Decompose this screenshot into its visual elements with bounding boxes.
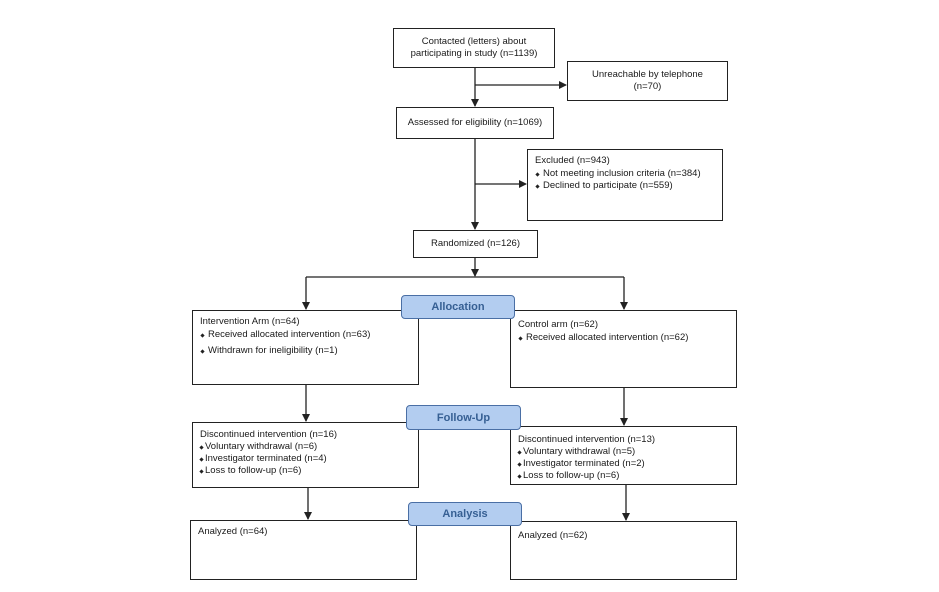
intervention-arm-title: Intervention Arm (n=64) <box>200 316 300 327</box>
followup-stage-label: Follow-Up <box>406 405 521 430</box>
allocation-stage-label: Allocation <box>401 295 515 319</box>
intervention-followup-list: Voluntary withdrawal (n=6) Investigator … <box>200 441 411 477</box>
excluded-title: Excluded (n=943) <box>535 155 610 166</box>
assessed-box: Assessed for eligibility (n=1069) <box>396 107 554 139</box>
intervention-followup-title: Discontinued intervention (n=16) <box>200 429 338 440</box>
excluded-reason: Declined to participate (n=559) <box>535 180 715 192</box>
randomized-box: Randomized (n=126) <box>413 230 538 258</box>
control-analysis-box: Analyzed (n=62) <box>510 521 737 580</box>
control-followup-item: Voluntary withdrawal (n=5) <box>518 446 729 458</box>
intervention-followup-item: Investigator terminated (n=4) <box>200 453 411 465</box>
intervention-arm-item: Received allocated intervention (n=63) <box>200 329 411 341</box>
control-followup-list: Voluntary withdrawal (n=5) Investigator … <box>518 446 729 482</box>
intervention-followup-item: Voluntary withdrawal (n=6) <box>200 441 411 453</box>
intervention-analysis-box: Analyzed (n=64) <box>190 520 417 580</box>
excluded-reasons-list: Not meeting inclusion criteria (n=384) D… <box>535 168 715 192</box>
control-analysis-text: Analyzed (n=62) <box>518 530 588 541</box>
intervention-followup-box: Discontinued intervention (n=16) Volunta… <box>192 422 419 488</box>
control-followup-item: Investigator terminated (n=2) <box>518 458 729 470</box>
excluded-reason: Not meeting inclusion criteria (n=384) <box>535 168 715 180</box>
control-followup-title: Discontinued intervention (n=13) <box>518 434 656 445</box>
control-arm-box: Control arm (n=62) Received allocated in… <box>510 310 737 388</box>
control-arm-list: Received allocated intervention (n=62) <box>518 332 729 344</box>
control-followup-item: Loss to follow-up (n=6) <box>518 470 729 482</box>
control-followup-box: Discontinued intervention (n=13) Volunta… <box>510 426 737 485</box>
control-arm-title: Control arm (n=62) <box>518 319 598 330</box>
intervention-arm-list: Received allocated intervention (n=63) W… <box>200 329 411 357</box>
contacted-box: Contacted (letters) about participating … <box>393 28 555 68</box>
excluded-box: Excluded (n=943) Not meeting inclusion c… <box>527 149 723 221</box>
intervention-arm-item: Withdrawn for ineligibility (n=1) <box>200 345 411 357</box>
unreachable-box: Unreachable by telephone (n=70) <box>567 61 728 101</box>
control-arm-item: Received allocated intervention (n=62) <box>518 332 729 344</box>
analysis-stage-label: Analysis <box>408 502 522 526</box>
intervention-followup-item: Loss to follow-up (n=6) <box>200 465 411 477</box>
intervention-arm-box: Intervention Arm (n=64) Received allocat… <box>192 310 419 385</box>
intervention-analysis-text: Analyzed (n=64) <box>198 526 268 537</box>
